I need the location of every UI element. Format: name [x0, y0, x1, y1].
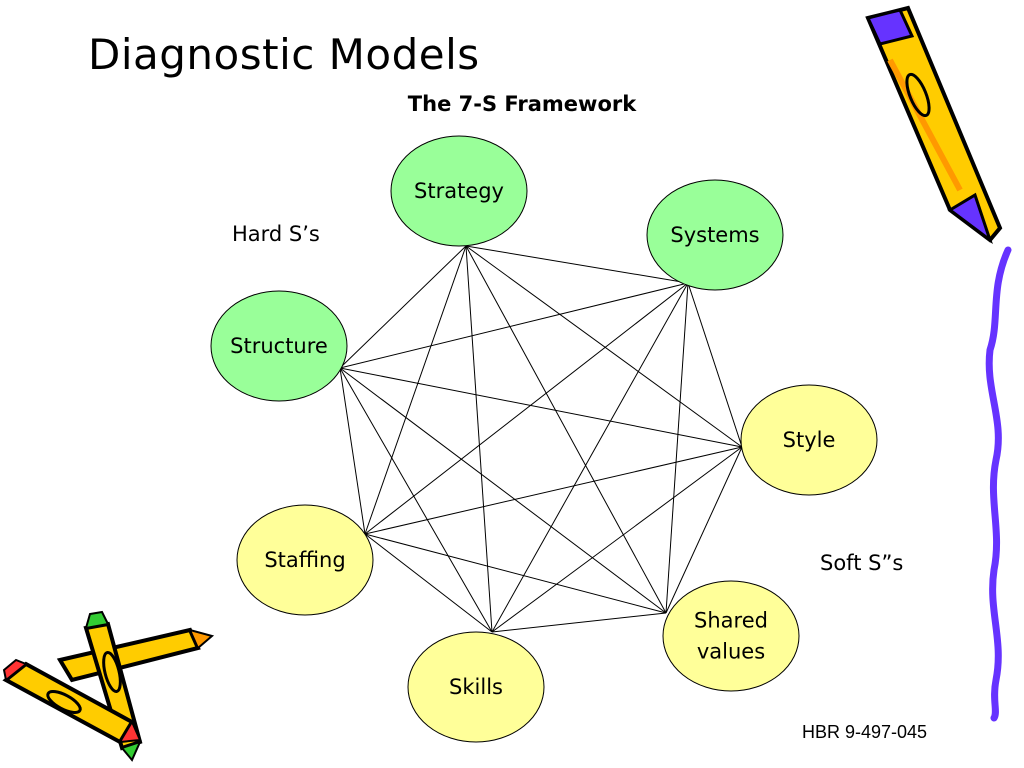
- node-structure-label: Structure: [230, 334, 328, 358]
- node-staffing: Staffing: [236, 504, 374, 616]
- node-shared-values-label: Shared: [694, 609, 768, 633]
- edge-style-skills: [491, 446, 743, 633]
- node-systems: Systems: [646, 179, 784, 291]
- node-staffing-label: Staffing: [264, 548, 345, 572]
- edge-structure-style: [339, 367, 743, 448]
- edge-style-staffing: [364, 446, 743, 535]
- edge-strategy-skills: [465, 245, 493, 633]
- node-style-shape: [740, 384, 878, 496]
- node-staffing-shape: [236, 504, 374, 616]
- node-shared-values: Shared values: [662, 580, 800, 692]
- edge-structure-shared-values: [339, 367, 667, 614]
- edge-strategy-structure: [339, 245, 467, 369]
- edge-strategy-shared-values: [465, 245, 667, 614]
- slide-title: Diagnostic Models: [88, 30, 480, 79]
- edge-style-shared-values: [665, 446, 743, 614]
- node-skills: Skills: [407, 631, 545, 743]
- node-strategy-label: Strategy: [414, 179, 504, 203]
- node-systems-shape: [646, 179, 784, 291]
- edge-systems-shared-values: [665, 282, 689, 614]
- framework-subtitle: The 7-S Framework: [407, 92, 637, 116]
- diagram-nodes: StrategySystemsStructureStyleStaffingSha…: [210, 135, 878, 743]
- edge-systems-structure: [339, 282, 689, 369]
- edge-staffing-shared-values: [364, 533, 667, 614]
- edge-strategy-style: [465, 245, 743, 448]
- soft-s-label: Soft S”s: [820, 551, 904, 575]
- node-strategy-shape: [390, 135, 528, 247]
- edge-structure-staffing: [339, 367, 366, 535]
- source-citation: HBR 9-497-045: [802, 722, 928, 742]
- pencils-bottom-left-icon: [2, 610, 215, 762]
- edge-strategy-staffing: [364, 245, 467, 535]
- node-style: Style: [740, 384, 878, 496]
- node-structure: Structure: [210, 290, 348, 402]
- edge-strategy-systems: [465, 245, 689, 284]
- edge-systems-staffing: [364, 282, 689, 535]
- wavy-line-icon: [985, 246, 1012, 722]
- edge-shared-values-skills: [491, 612, 667, 633]
- hard-s-label: Hard S’s: [232, 222, 320, 246]
- edge-structure-skills: [339, 367, 493, 633]
- node-strategy: Strategy: [390, 135, 528, 247]
- node-systems-label: Systems: [670, 223, 759, 247]
- node-skills-label: Skills: [449, 675, 503, 699]
- node-structure-shape: [210, 290, 348, 402]
- node-shared-values-label: values: [697, 640, 765, 664]
- edge-systems-skills: [491, 282, 689, 633]
- diagram-edges: [339, 245, 743, 633]
- edge-systems-style: [687, 282, 743, 448]
- edge-staffing-skills: [364, 533, 493, 633]
- node-skills-shape: [407, 631, 545, 743]
- node-shared-values-shape: [662, 580, 800, 692]
- pencil-top-right-icon: [865, 5, 1003, 245]
- node-style-label: Style: [783, 428, 836, 452]
